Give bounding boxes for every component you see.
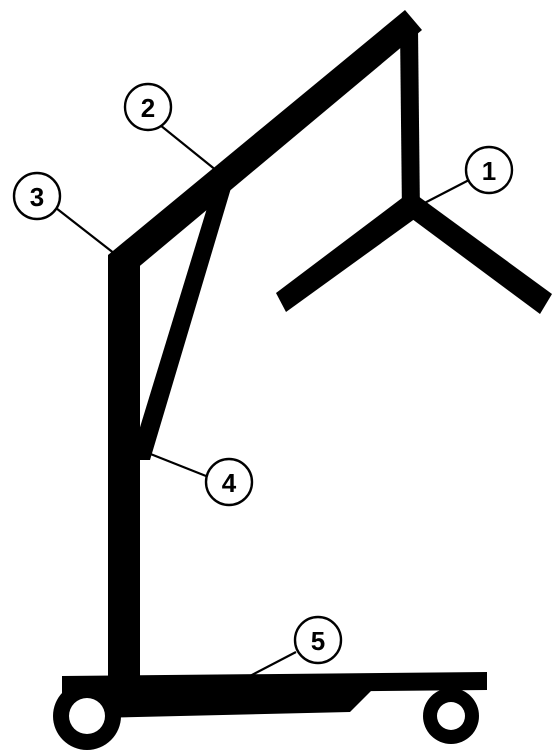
diagonal-brace [130, 168, 237, 460]
leader-2 [159, 124, 223, 176]
callout-1-label: 1 [482, 156, 496, 186]
leader-1 [410, 179, 470, 211]
brace-bar [130, 168, 237, 460]
callout-3: 3 [12, 171, 62, 221]
callout-2: 2 [123, 82, 173, 132]
base-lower-plate [80, 690, 372, 718]
hook-left-arm [276, 198, 416, 312]
leader-4 [147, 451, 207, 478]
callout-2-label: 2 [141, 93, 155, 123]
callout-5-label: 5 [311, 626, 325, 656]
left-wheel [53, 682, 121, 750]
mast [108, 255, 140, 690]
right-wheel [423, 688, 479, 744]
boom-drop [400, 28, 420, 215]
hook-right-arm [404, 196, 552, 314]
callout-3-label: 3 [30, 182, 44, 212]
base-top-plate [62, 672, 487, 694]
leader-3 [55, 207, 116, 255]
callout-4-label: 4 [222, 468, 237, 498]
boom-hook [276, 196, 552, 314]
base-chassis [53, 672, 487, 750]
boom-arm [108, 10, 422, 270]
leader-5 [249, 651, 297, 677]
mast-column [108, 255, 140, 690]
boom-arm-beam [108, 10, 422, 270]
leader-lines [55, 124, 470, 677]
callout-1: 1 [464, 145, 514, 195]
callout-4: 4 [204, 457, 254, 507]
callout-5: 5 [293, 615, 343, 665]
